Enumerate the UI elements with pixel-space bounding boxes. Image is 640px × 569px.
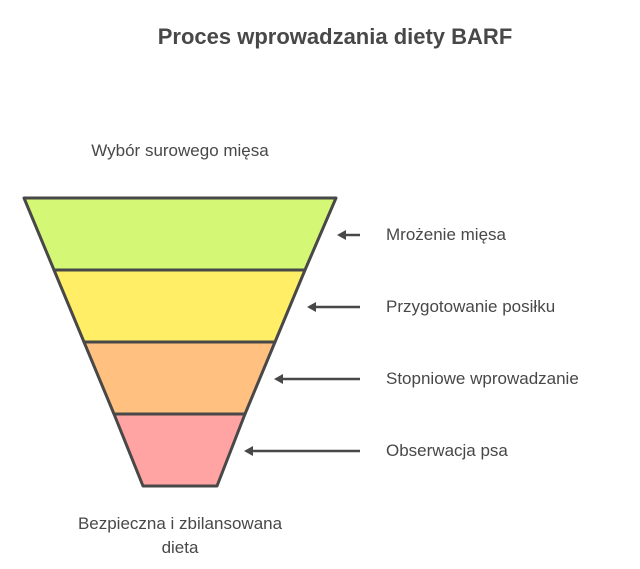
stage-label-3: Stopniowe wprowadzanie <box>386 369 579 388</box>
stage-label-4: Obserwacja psa <box>386 441 508 460</box>
funnel-stage-3 <box>82 340 277 416</box>
funnel-stage-1 <box>22 196 338 272</box>
funnel-output-line-2: dieta <box>161 538 199 557</box>
funnel-output-label: Bezpieczna i zbilansowana dieta <box>30 512 330 560</box>
diagram-title: Proces wprowadzania diety BARF <box>157 24 513 49</box>
stage-label-1: Mrożenie mięsa <box>386 225 506 244</box>
arrow-left-icon <box>337 230 360 240</box>
arrow-left-icon <box>274 374 360 384</box>
funnel-stage-2 <box>52 268 307 344</box>
arrow-left-icon <box>244 446 360 456</box>
stage-label-2: Przygotowanie posiłku <box>386 297 556 316</box>
funnel-input-label: Wybór surowego mięsa <box>91 141 269 160</box>
funnel-output-line-1: Bezpieczna i zbilansowana <box>77 514 283 533</box>
arrow-left-icon <box>307 302 360 312</box>
funnel-stage-4 <box>112 412 247 488</box>
